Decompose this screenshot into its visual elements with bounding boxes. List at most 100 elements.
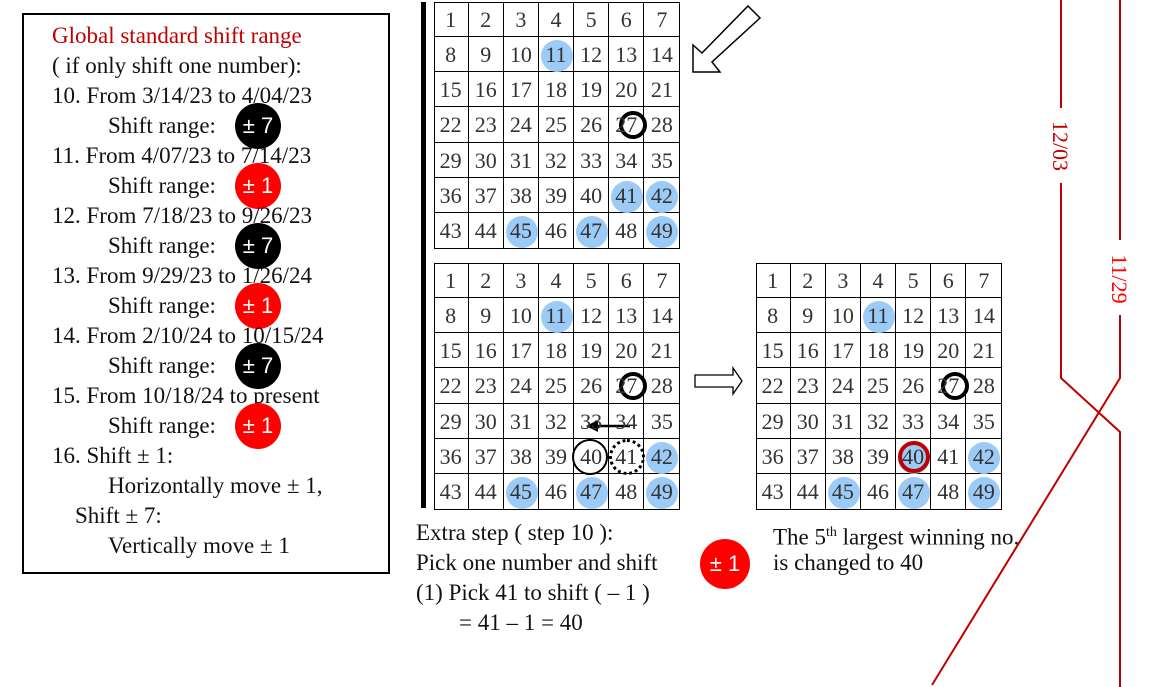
grid-cell-30: 30 (468, 142, 504, 178)
cell-number: 37 (474, 182, 497, 208)
legend-note-shift-7: Shift ± 7: (75, 503, 162, 528)
grid-cell-47: 47 (896, 474, 932, 510)
grid-cell-37: 37 (790, 438, 826, 475)
result-sup: th (826, 525, 837, 540)
cell-number: 4 (550, 267, 562, 293)
grid-cell-35: 35 (644, 143, 680, 178)
timeline-lines (931, 0, 1121, 687)
cell-number: 46 (544, 479, 567, 505)
grid-cell-27: 27 (931, 368, 970, 404)
cell-number: 28 (650, 373, 673, 399)
cell-number: 48 (615, 218, 638, 244)
grid-cell-35: 35 (966, 404, 1002, 439)
cell-number: 10 (509, 302, 532, 328)
cell-number: 9 (802, 302, 814, 328)
grid-cell-17: 17 (503, 72, 539, 108)
legend-title: Global standard shift range (52, 23, 302, 48)
cell-number: 31 (509, 147, 532, 173)
grid-cell-47: 47 (574, 213, 610, 249)
grid-cell-9: 9 (468, 36, 504, 73)
grid-cell-15: 15 (433, 333, 469, 369)
legend-subtitle: ( if only shift one number): (52, 53, 302, 78)
extra-step-title: Extra step ( step 10 ): (416, 520, 614, 545)
legend-item-period: 15. From 10/18/24 to present (52, 383, 320, 408)
cell-number: 35 (972, 408, 995, 434)
grid-cell-48: 48 (609, 213, 645, 249)
cell-number: 10 (831, 302, 854, 328)
cell-number: 30 (474, 147, 497, 173)
grid-cell-34: 34 (609, 142, 645, 178)
grid-cell-25: 25 (538, 107, 575, 143)
extra-step-equation: = 41 – 1 = 40 (459, 610, 583, 635)
grid-cell-36: 36 (433, 438, 469, 475)
cell-number: 48 (615, 479, 638, 505)
grid-cell-3: 3 (503, 1, 539, 37)
cell-number: 32 (866, 408, 889, 434)
cell-number: 23 (474, 373, 497, 399)
result-line-2: is changed to 40 (773, 550, 924, 575)
cell-number: 18 (544, 77, 567, 103)
winning-number-highlight (646, 180, 679, 213)
grid-cell-7: 7 (644, 263, 680, 298)
cell-number: 25 (866, 373, 889, 399)
cell-number: 49 (972, 479, 995, 505)
grid-cell-14: 14 (966, 298, 1002, 334)
cell-number: 3 (837, 267, 849, 293)
grid-cell-19: 19 (574, 72, 610, 108)
cell-number: 40 (902, 443, 925, 469)
right-hollow-arrow-icon (694, 365, 743, 397)
grid-cell-2: 2 (790, 262, 826, 298)
cell-number: 4 (550, 6, 562, 32)
timeline-label-1203: 12/03 (1048, 121, 1073, 171)
changed-number-red-ring (898, 440, 931, 473)
cell-number: 20 (615, 77, 638, 103)
cell-number: 37 (474, 443, 497, 469)
cell-number: 36 (439, 443, 462, 469)
grid-cell-29: 29 (433, 403, 469, 439)
grid-cell-12: 12 (574, 297, 610, 334)
grid-cell-6: 6 (609, 262, 645, 298)
cell-number: 12 (902, 302, 925, 328)
grid-cell-46: 46 (539, 474, 575, 510)
grid-cell-11: 11 (538, 36, 575, 73)
shift-range-badge: ± 1 (235, 283, 281, 329)
cell-number: 36 (761, 443, 784, 469)
grid-cell-25: 25 (538, 368, 575, 404)
grid-cell-38: 38 (503, 438, 539, 475)
grid-cell-46: 46 (539, 213, 575, 249)
cell-number: 38 (509, 443, 532, 469)
grid-cell-28: 28 (644, 368, 680, 404)
grid-cell-39: 39 (860, 438, 897, 475)
grid-cell-43: 43 (756, 474, 791, 510)
grid-cell-30: 30 (790, 403, 826, 439)
grid-cell-3: 3 (825, 262, 861, 298)
cell-number: 26 (902, 373, 925, 399)
bold-ring-marker (619, 372, 648, 401)
grid-cell-18: 18 (860, 333, 897, 369)
grid-cell-30: 30 (468, 403, 504, 439)
grid-cell-16: 16 (468, 72, 504, 108)
grid-cell-23: 23 (790, 368, 826, 404)
cell-number: 14 (650, 41, 673, 67)
grid-cell-10: 10 (825, 297, 861, 334)
grid-cell-21: 21 (644, 333, 680, 369)
cell-number: 18 (544, 338, 567, 364)
cell-number: 33 (902, 408, 925, 434)
winning-number-highlight (968, 477, 1001, 510)
cell-number: 21 (650, 77, 673, 103)
grid-cell-13: 13 (609, 36, 645, 73)
grid-cell-37: 37 (468, 177, 504, 214)
grid-cell-7: 7 (966, 263, 1002, 298)
cell-number: 46 (544, 218, 567, 244)
bold-ring-marker (619, 111, 648, 140)
grid-cell-41: 41 (609, 177, 645, 214)
cell-number: 1 (767, 267, 779, 293)
winning-number-highlight (827, 477, 860, 510)
cell-number: 7 (978, 267, 990, 293)
cell-number: 11 (545, 41, 567, 67)
cell-number: 27 (615, 112, 638, 138)
grid-cell-26: 26 (896, 368, 932, 404)
grid-cell-1: 1 (433, 1, 469, 37)
cell-number: 48 (937, 479, 960, 505)
cell-number: 31 (831, 408, 854, 434)
